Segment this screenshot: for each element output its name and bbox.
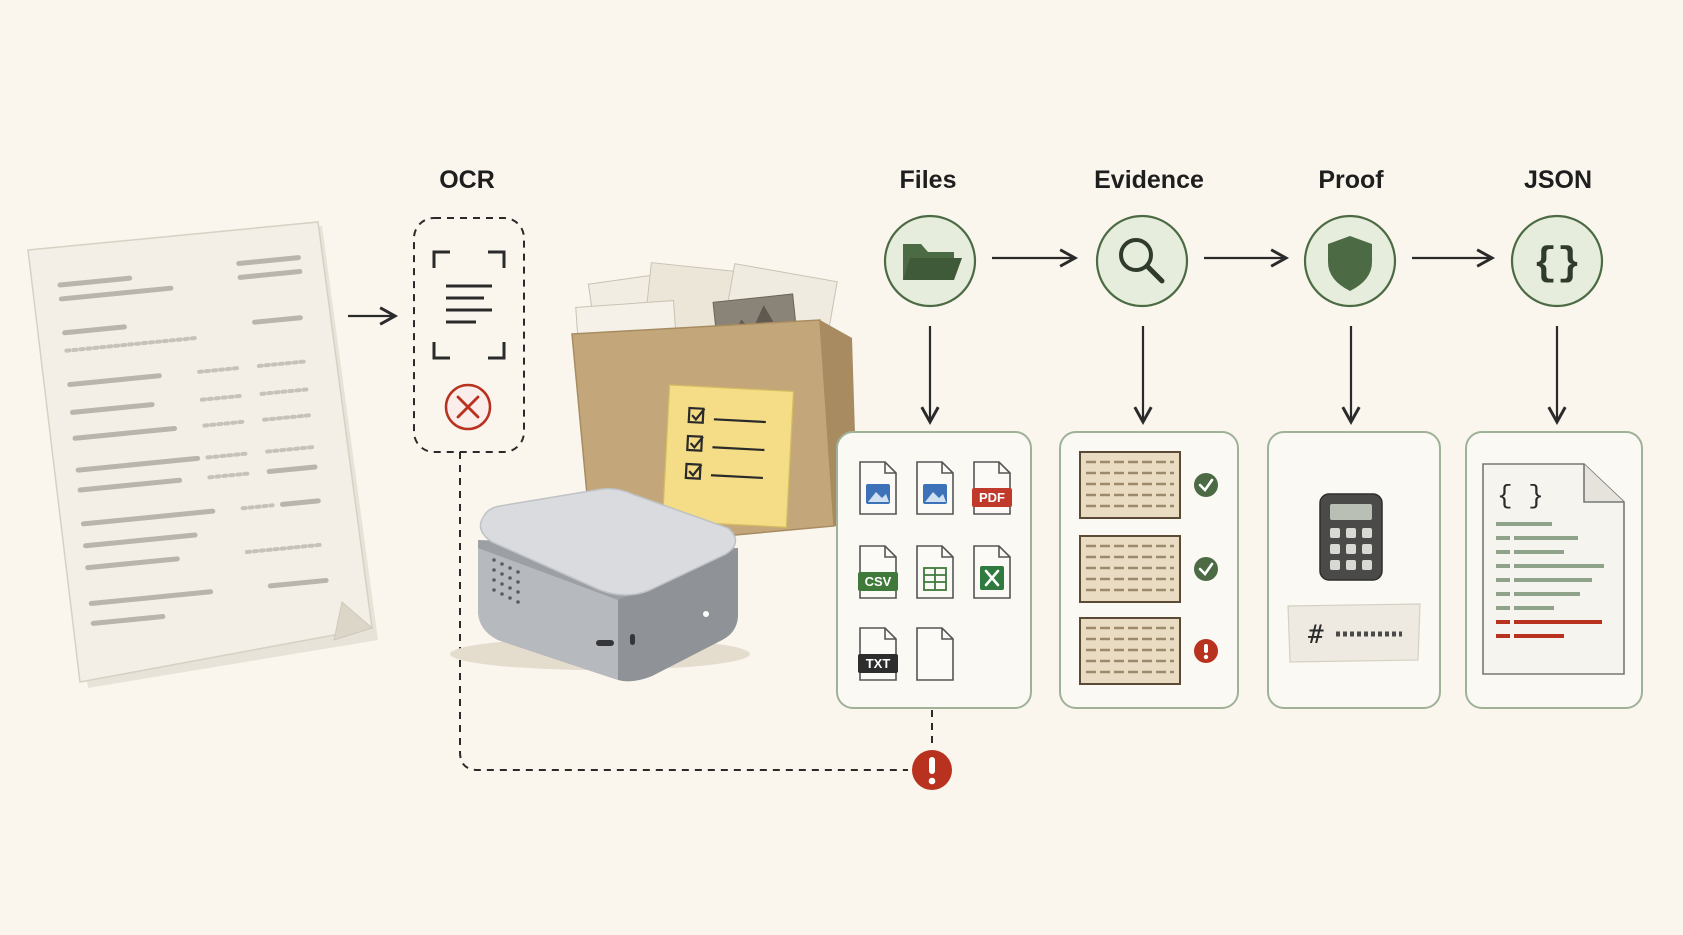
txt-badge-label: TXT xyxy=(866,656,891,671)
stage-label-proof: Proof xyxy=(1318,166,1384,194)
ocr-panel xyxy=(413,217,525,453)
archive-box xyxy=(571,262,858,549)
stage-label-ocr: OCR xyxy=(439,166,495,194)
calculator-icon xyxy=(1319,493,1383,581)
ocr-error-icon xyxy=(444,383,492,431)
blank-file-icon xyxy=(916,627,954,681)
evidence-row xyxy=(1079,451,1218,519)
json-document-icon: { } xyxy=(1482,463,1625,675)
evidence-stage-node xyxy=(1095,214,1189,308)
evidence-row xyxy=(1079,617,1218,685)
proof-stage-node xyxy=(1303,214,1397,308)
hash-symbol: # xyxy=(1308,620,1324,650)
image-file-icon xyxy=(916,461,954,515)
csv-file-icon: CSV xyxy=(858,545,898,599)
feedback-error-icon xyxy=(912,750,952,790)
files-panel: PDF CSV xyxy=(836,431,1032,709)
json-stage-node: {} xyxy=(1510,214,1604,308)
exclamation-dot xyxy=(1203,654,1209,660)
exclamation-bar xyxy=(1204,644,1208,653)
shield-icon xyxy=(1328,236,1372,291)
magnifier-icon xyxy=(1119,238,1165,284)
pdf-badge-label: PDF xyxy=(979,490,1005,505)
stage-label-evidence: Evidence xyxy=(1094,166,1204,194)
excel-file-icon xyxy=(973,545,1011,599)
hash-receipt: # xyxy=(1287,603,1421,663)
check-mark xyxy=(1198,478,1214,493)
check-icon xyxy=(1194,473,1218,497)
spreadsheet-file-icon xyxy=(916,545,954,599)
evidence-panel xyxy=(1059,431,1239,709)
stage-label-files: Files xyxy=(899,166,957,194)
json-panel: { } xyxy=(1465,431,1643,709)
proof-panel: # xyxy=(1267,431,1441,709)
folder-icon xyxy=(903,244,962,280)
scan-icon xyxy=(432,250,506,360)
scanned-document xyxy=(27,221,378,688)
feedback-loop-line xyxy=(459,452,908,771)
json-braces: { } xyxy=(1497,481,1544,511)
braces-icon: {} xyxy=(1533,242,1581,287)
image-file-icon xyxy=(859,461,897,515)
csv-badge-label: CSV xyxy=(865,574,892,589)
check-mark xyxy=(1198,562,1214,577)
txt-file-icon: TXT xyxy=(858,627,898,681)
evidence-row xyxy=(1079,535,1218,603)
mini-pc xyxy=(450,487,750,682)
files-stage-node xyxy=(883,214,977,308)
check-icon xyxy=(1194,557,1218,581)
sticky-note xyxy=(661,384,795,528)
stage-label-json: JSON xyxy=(1523,166,1593,194)
pdf-file-icon: PDF xyxy=(972,461,1012,515)
